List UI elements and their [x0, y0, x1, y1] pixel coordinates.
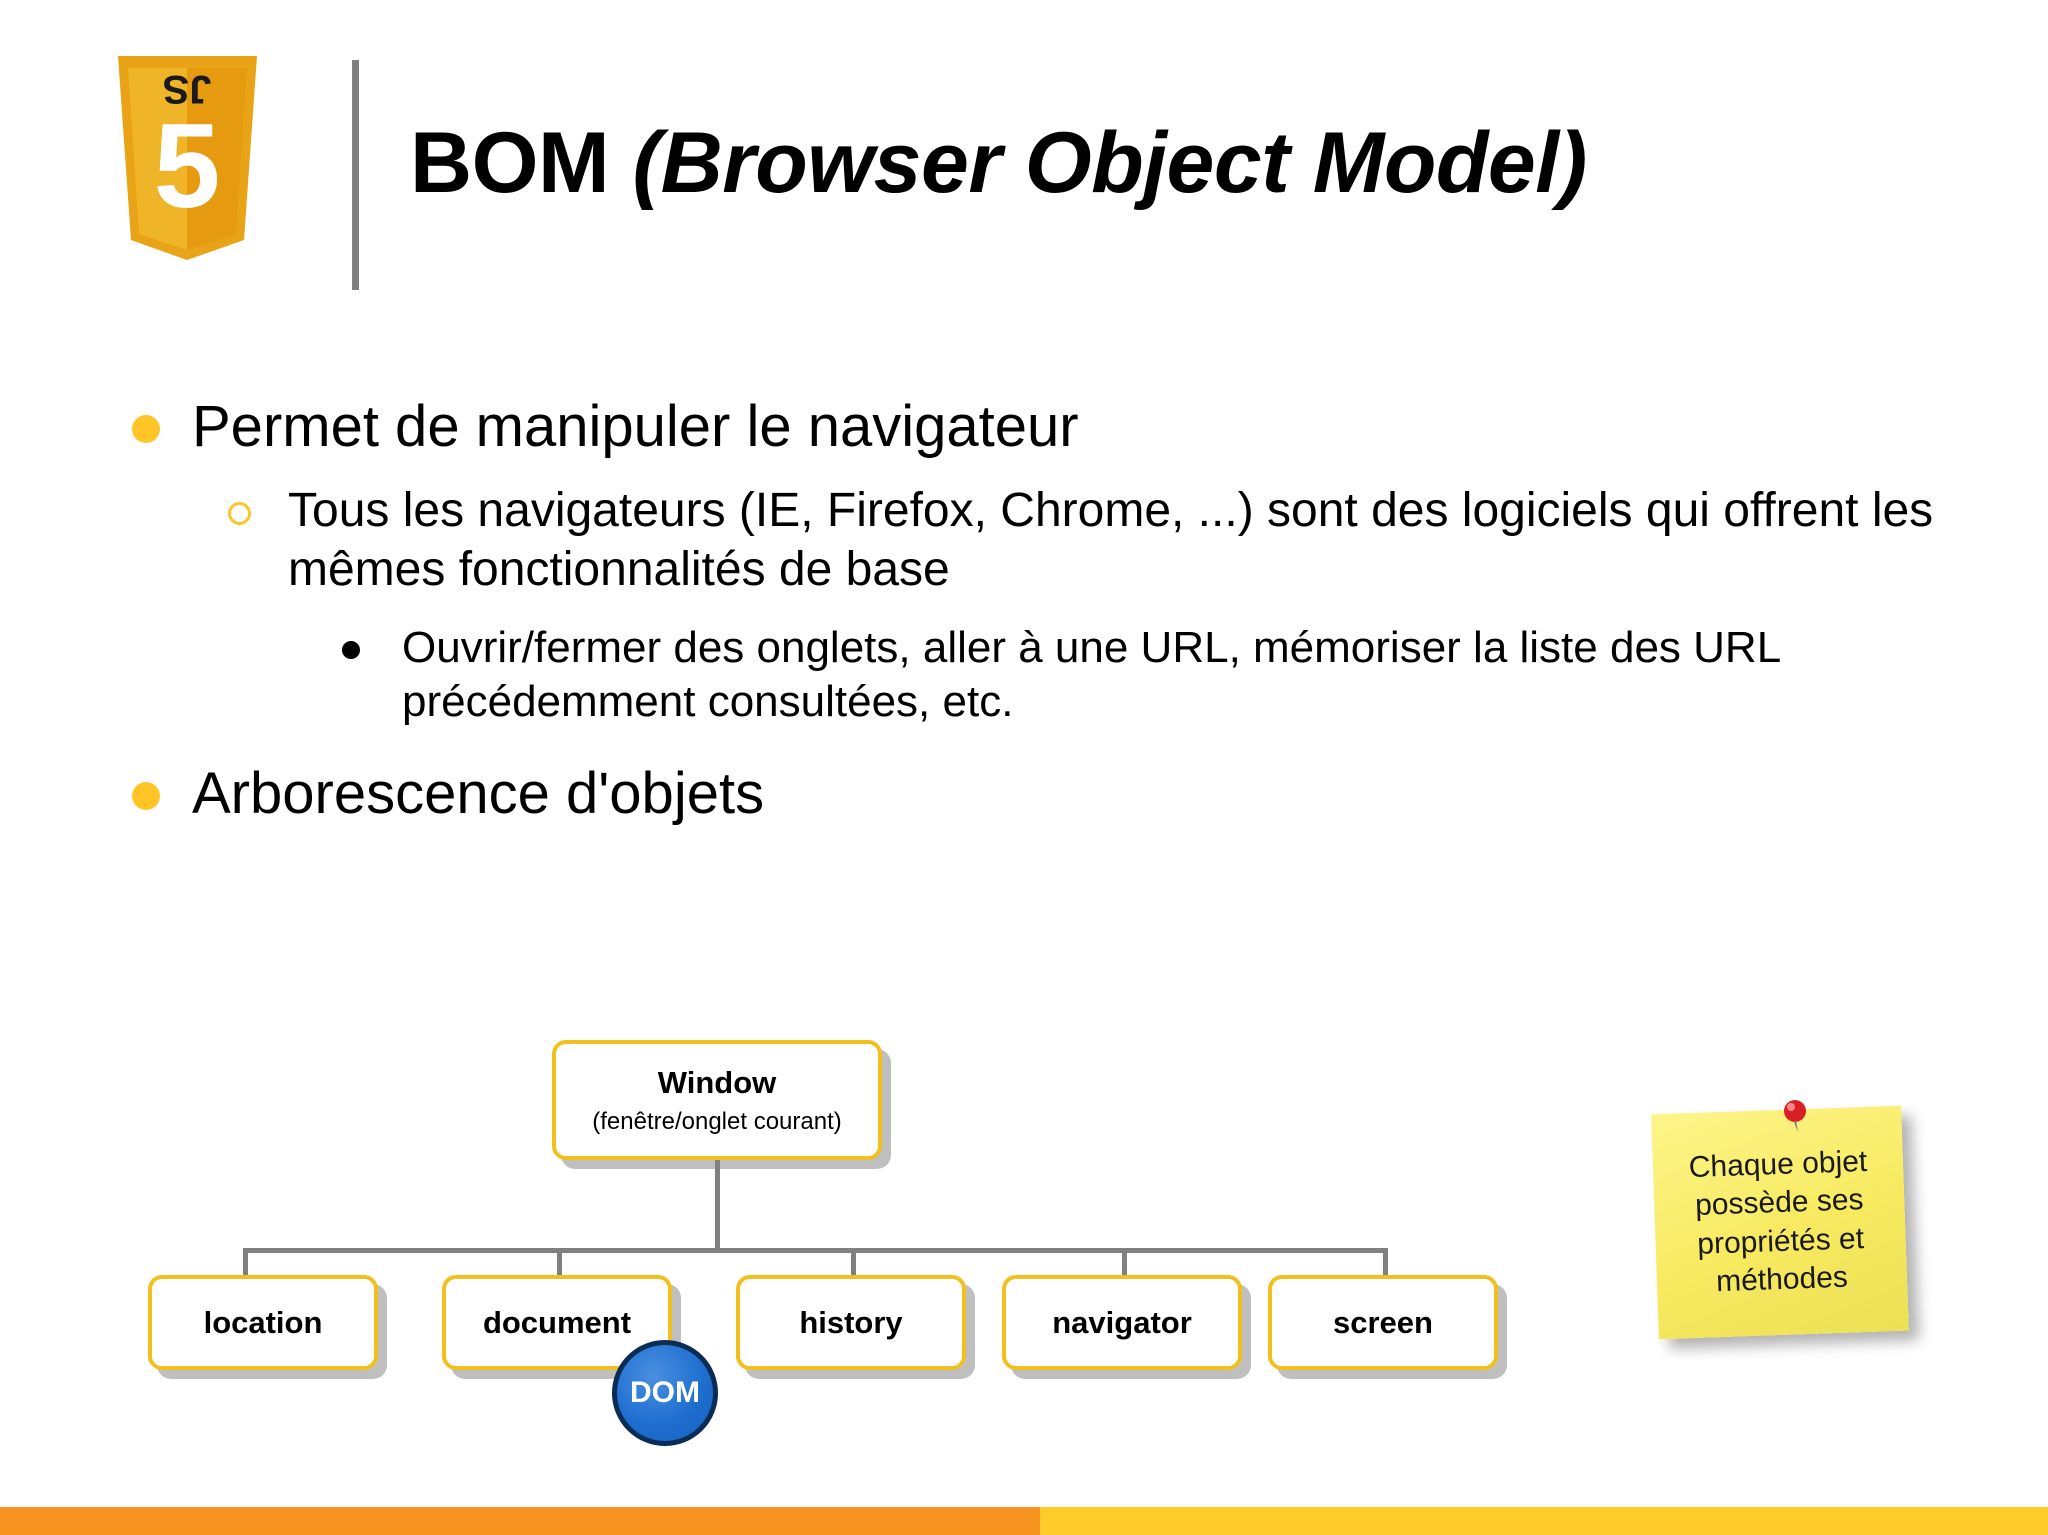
slide-header: 5 JS BOM (Browser Object Model) [0, 0, 2048, 300]
page-title-main: BOM [410, 115, 633, 211]
diagram-node-location: location [148, 1275, 378, 1370]
header-divider [352, 60, 359, 290]
svg-text:JS: JS [163, 67, 212, 111]
diagram-node-window: Window (fenêtre/onglet courant) [552, 1040, 882, 1160]
bullet-level2-text: Tous les navigateurs (IE, Firefox, Chrom… [288, 483, 1934, 596]
bullet-level1-permet: Permet de manipuler le navigateur [120, 394, 1970, 460]
spacer [120, 728, 1970, 762]
diagram-node-document-label: document [482, 1304, 632, 1340]
diagram-node-window-subtitle: (fenêtre/onglet courant) [592, 1107, 842, 1135]
diagram-node-history-label: history [799, 1304, 903, 1340]
diagram-node-window-title: Window [657, 1064, 777, 1100]
bullet-level3-onglets: Ouvrir/fermer des onglets, aller à une U… [120, 621, 1970, 728]
footer-bar-orange [0, 1507, 1040, 1535]
push-pin-icon [1778, 1098, 1812, 1132]
bullet-dot-icon [132, 415, 160, 443]
diagram-node-navigator: navigator [1002, 1275, 1242, 1370]
bullet-level1-arborescence: Arborescence d'objets [120, 761, 1970, 827]
bullet-level2-navigateurs: Tous les navigateurs (IE, Firefox, Chrom… [120, 482, 1970, 599]
bom-object-tree-diagram: Window (fenêtre/onglet courant) location… [0, 1020, 2048, 1450]
diagram-node-screen: screen [1268, 1275, 1498, 1370]
footer-bar-yellow [1040, 1507, 2048, 1535]
diagram-node-navigator-label: navigator [1052, 1304, 1192, 1340]
bullet-level3-text: Ouvrir/fermer des onglets, aller à une U… [402, 623, 1780, 726]
diagram-node-history: history [736, 1275, 966, 1370]
connector-root-vertical [715, 1160, 720, 1250]
connector-drop-screen [1383, 1248, 1388, 1278]
connector-horizontal-bus [243, 1248, 1383, 1253]
connector-drop-document [557, 1248, 562, 1278]
bullet-level1-text: Arborescence d'objets [192, 761, 765, 827]
dom-badge: DOM [612, 1340, 718, 1446]
html5-js-shield-logo: 5 JS [110, 52, 265, 267]
connector-drop-navigator [1122, 1248, 1127, 1278]
diagram-node-location-label: location [203, 1304, 323, 1340]
page-title: BOM (Browser Object Model) [410, 118, 1587, 208]
sticky-note: Chaque objet possède ses propriétés et m… [1651, 1105, 1909, 1340]
bullet-ring-icon [228, 501, 251, 525]
diagram-node-screen-label: screen [1333, 1304, 1433, 1340]
sticky-note-text: Chaque objet possède ses propriétés et m… [1688, 1144, 1868, 1299]
connector-drop-location [243, 1248, 248, 1278]
page-title-emphasis: (Browser Object Model) [632, 115, 1588, 211]
slide-body: Permet de manipuler le navigateur Tous l… [120, 394, 1970, 839]
connector-drop-history [851, 1248, 856, 1278]
svg-text:5: 5 [154, 99, 221, 233]
bullet-dot-icon [132, 782, 160, 811]
bullet-level1-text: Permet de manipuler le navigateur [192, 394, 1079, 459]
footer-bar [0, 1507, 2048, 1535]
bullet-small-dot-icon [342, 641, 360, 660]
